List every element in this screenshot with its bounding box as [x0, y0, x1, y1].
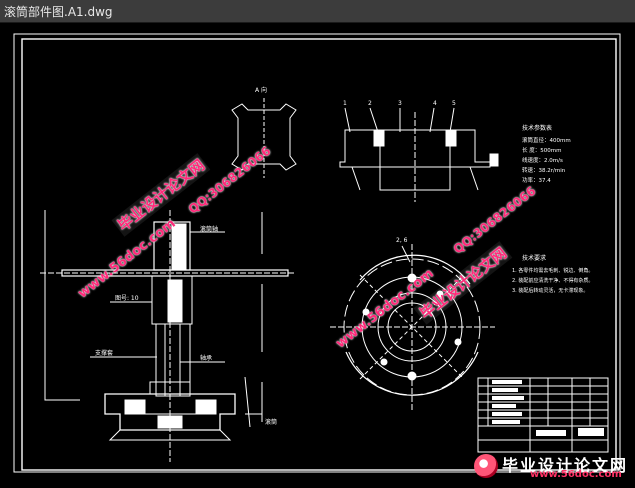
logo-title: 毕业设计论文网: [502, 456, 629, 475]
logo-site: www.56doc.com: [530, 469, 622, 480]
sheet-border-inner: [21, 38, 617, 471]
part-label-5: 5: [452, 100, 456, 107]
tech-param-1: 滚筒直径：400mm: [522, 136, 571, 144]
tech-req-3: 3. 装配后转动灵活，无卡滞现象。: [512, 287, 588, 294]
plan-view-circle: 2, 6: [330, 237, 495, 412]
note-drum: 滚筒: [265, 418, 277, 426]
tech-req-2: 2. 装配前应清洗干净、不得有杂质。: [512, 277, 593, 284]
logo-mark-icon: [474, 454, 498, 478]
site-logo: 毕业设计论文网 www.56doc.com: [470, 452, 630, 480]
drawing-svg: A 向: [13, 33, 621, 473]
part-label-26: 2, 6: [396, 237, 408, 244]
title-bar[interactable]: 滚筒部件图.A1.dwg: [0, 0, 635, 23]
tech-param-3: 线速度：2.0m/s: [522, 156, 563, 164]
tech-param-5: 功率：37.4: [522, 176, 551, 184]
sheet-border-outer: [13, 33, 621, 473]
note-bearing: 轴承: [200, 354, 212, 362]
part-label-2: 2: [368, 100, 372, 107]
part-label-3: 3: [398, 100, 402, 107]
part-label-1: 1: [343, 100, 347, 107]
part-label-4: 4: [433, 100, 437, 107]
note-scale: 图号: 10: [115, 295, 139, 302]
note-shaft: 滚筒轴: [200, 225, 218, 233]
tech-req-1: 1. 各零件均需去毛刺、锐边、倒角。: [512, 267, 593, 274]
title-block: [477, 377, 609, 453]
drawing-canvas[interactable]: A 向: [0, 22, 635, 484]
tech-req-title: 技术要求: [522, 254, 546, 262]
window-title: 滚筒部件图.A1.dwg: [4, 5, 113, 19]
main-assembly-view: [40, 210, 295, 462]
top-section-view: 1 2 3 4 5: [339, 100, 499, 202]
tech-params-title: 技术参数表: [522, 124, 552, 132]
tech-param-4: 转速：38.2r/min: [522, 166, 566, 174]
tech-param-2: 长 度：500mm: [522, 146, 561, 154]
note-sleeve: 支撑套: [95, 349, 113, 357]
section-a-label: A 向: [255, 86, 267, 94]
section-a-view: A 向: [231, 86, 297, 178]
